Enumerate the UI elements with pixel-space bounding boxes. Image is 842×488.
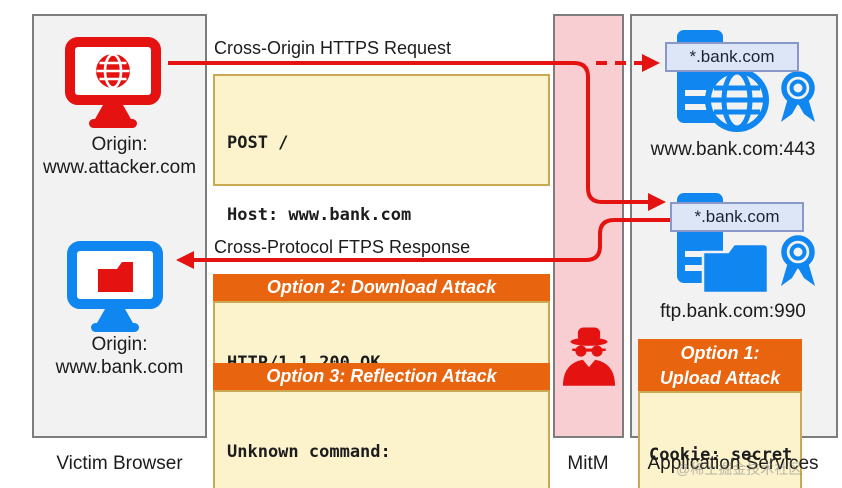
attacker-origin-label: Origin: www.attacker.com [32, 133, 207, 179]
watermark: @稀土掘金技术社区 [676, 461, 803, 477]
option1-header-line1: Option 1: [680, 343, 760, 363]
bank-origin-line1: Origin: [91, 334, 148, 355]
option1-code-line: Cookie: secret [649, 445, 793, 465]
attacker-origin-line2: www.attacker.com [42, 157, 197, 178]
bank-origin-label: Origin: www.bank.com [32, 333, 207, 379]
bank-monitor-folder-icon [67, 241, 163, 332]
mitm-spy-icon [562, 327, 616, 386]
ftp-server-address: ftp.bank.com:990 [660, 301, 806, 322]
option3-header: Option 3: Reflection Attack [213, 363, 550, 390]
option2-header: Option 2: Download Attack [213, 274, 550, 301]
request-code-line: Host: www.bank.com [227, 205, 412, 225]
option3-code-line: Unknown command: [227, 442, 391, 462]
option1-code-box: Cookie: secret [638, 391, 802, 488]
attacker-origin-line1: Origin: [91, 134, 148, 155]
victim-browser-label: Victim Browser [56, 453, 183, 474]
request-caption: Cross-Origin HTTPS Request [214, 38, 452, 58]
application-services-label: Application Services [647, 453, 819, 474]
option1-header: Option 1: Upload Attack [638, 339, 802, 391]
option1-box: Option 1: Upload Attack Cookie: secret [638, 339, 802, 488]
request-code-line: POST / [227, 133, 289, 153]
request-code-box: POST / Host: www.bank.com Cookie: secret… [213, 74, 550, 369]
option3-box: Option 3: Reflection Attack Unknown comm… [213, 363, 550, 488]
ftp-cert-label: *.bank.com [670, 202, 804, 232]
option3-code-box: Unknown command: <script>reflect();</scr… [213, 390, 550, 488]
mitm-label: MitM [567, 453, 609, 474]
attacker-monitor-globe-icon [65, 37, 161, 128]
option1-header-line2: Upload Attack [659, 368, 781, 388]
bank-origin-line2: www.bank.com [55, 357, 184, 378]
web-cert-label: *.bank.com [665, 42, 799, 72]
web-server-address: www.bank.com:443 [650, 139, 816, 160]
